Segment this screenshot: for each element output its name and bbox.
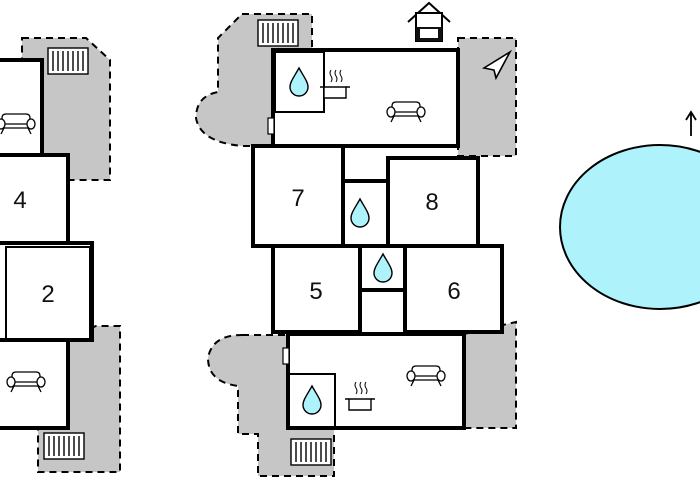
radiator-icon <box>47 47 89 75</box>
room-number-6: 6 <box>447 278 460 305</box>
swimming-pool <box>559 144 700 310</box>
radiator-icon <box>43 432 85 460</box>
compass-arrow-icon <box>481 49 513 81</box>
room-number-4: 4 <box>13 187 26 214</box>
door-mark <box>267 117 275 135</box>
room-number-7: 7 <box>291 185 304 212</box>
house-left: 4 2 <box>0 37 121 473</box>
radiator-icon <box>257 19 299 47</box>
room-5 <box>271 244 362 334</box>
radiator-icon <box>290 438 332 466</box>
room-number-5: 5 <box>309 278 322 305</box>
room-number-8: 8 <box>425 189 438 216</box>
house-icon <box>407 1 451 42</box>
room-8 <box>386 156 480 248</box>
door-mark <box>282 347 290 365</box>
room-left-2 <box>5 246 91 340</box>
terrace-right-bottom <box>463 320 517 429</box>
bathroom-top <box>274 51 325 113</box>
room-number-2: 2 <box>41 281 54 308</box>
room-left-living-top <box>0 58 44 157</box>
north-arrow-icon <box>685 110 697 136</box>
room-6 <box>403 244 504 334</box>
room-left-4 <box>0 153 70 245</box>
house-center: 7 8 5 6 <box>194 1 517 477</box>
